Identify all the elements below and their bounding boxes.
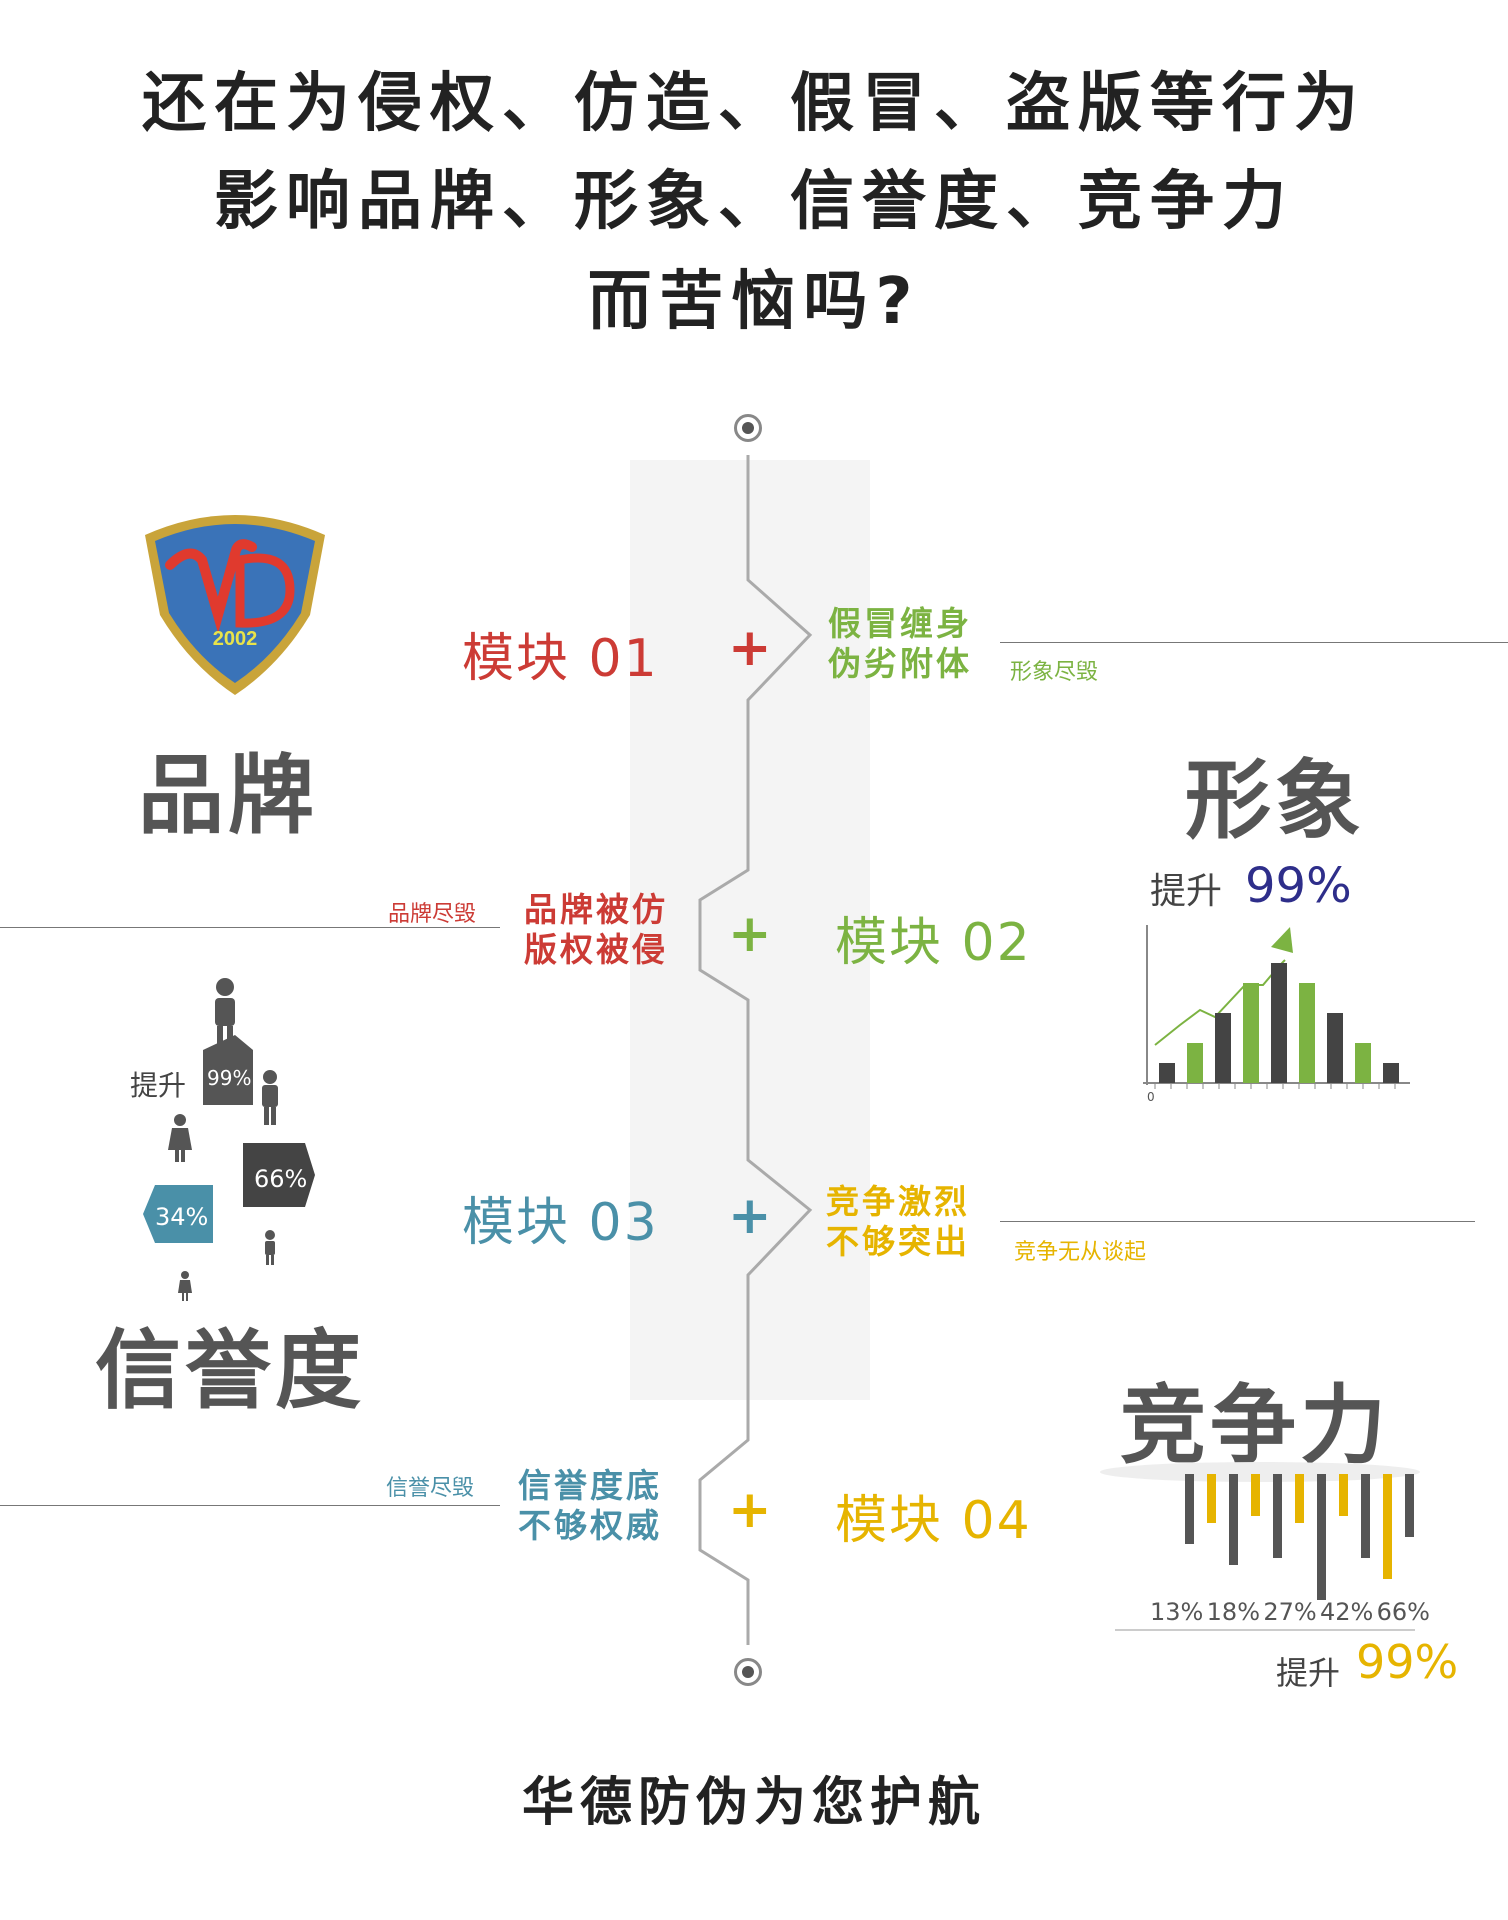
competition-label-5: 66% bbox=[1376, 1598, 1430, 1626]
vd-badge-logo: 2002 bbox=[145, 515, 325, 695]
competition-label-1: 13% bbox=[1150, 1598, 1204, 1626]
image-chart-bar bbox=[1215, 1013, 1231, 1083]
section-title-brand: 品牌 bbox=[138, 746, 318, 846]
image-chart-bar bbox=[1271, 963, 1287, 1083]
module-04-phrase: 信誉度底 不够权威 bbox=[518, 1466, 662, 1546]
competition-chart-bar bbox=[1229, 1474, 1238, 1565]
module-04-note: 信誉尽毁 bbox=[386, 1476, 475, 1501]
section-title-image: 形象 bbox=[1185, 751, 1365, 851]
person-icon-small bbox=[265, 1230, 275, 1265]
person-icon-woman bbox=[168, 1114, 192, 1162]
competition-label-4: 42% bbox=[1319, 1598, 1374, 1626]
module-02-plus-icon: + bbox=[728, 904, 772, 964]
module-01-phrase-line-1: 假冒缠身 bbox=[828, 604, 972, 643]
competition-value: 99% bbox=[1356, 1635, 1459, 1689]
competition-prefix: 提升 bbox=[1276, 1654, 1341, 1692]
competition-label-2: 18% bbox=[1206, 1598, 1260, 1626]
competition-labels: 13% 18% 27% 42% 66% bbox=[1150, 1598, 1430, 1626]
competition-chart-bar bbox=[1405, 1474, 1414, 1537]
module-04-phrase-line-1: 信誉度底 bbox=[518, 1466, 662, 1505]
module-03-note: 竞争无从谈起 bbox=[1014, 1240, 1147, 1265]
competition-chart bbox=[1100, 1462, 1420, 1631]
module-02-phrase: 品牌被仿 版权被侵 bbox=[524, 890, 668, 970]
module-03-label: 模块 03 bbox=[462, 1193, 659, 1253]
image-chart-bar bbox=[1187, 1043, 1203, 1083]
module-03-plus-icon: + bbox=[728, 1186, 772, 1246]
module-03-phrase: 竞争激烈 不够突出 bbox=[826, 1182, 970, 1262]
footer-slogan: 华德防伪为您护航 bbox=[521, 1773, 986, 1833]
module-02-rule bbox=[0, 927, 500, 928]
reputation-right-value: 66% bbox=[254, 1165, 308, 1193]
module-02-phrase-line-2: 版权被侵 bbox=[524, 930, 668, 969]
competition-chart-bar bbox=[1295, 1474, 1304, 1523]
reputation-top-shape bbox=[203, 1035, 253, 1105]
module-01-plus-icon: + bbox=[728, 618, 772, 678]
module-01-rule bbox=[1000, 642, 1508, 643]
reputation-left-shape bbox=[143, 1185, 213, 1243]
reputation-top-value: 99% bbox=[207, 1066, 252, 1090]
competition-label-3: 27% bbox=[1263, 1598, 1317, 1626]
module-02-label: 模块 02 bbox=[835, 913, 1032, 973]
image-chart-origin-label: 0 bbox=[1147, 1090, 1155, 1104]
competition-chart-bar bbox=[1361, 1474, 1370, 1558]
reputation-left-value: 34% bbox=[155, 1203, 209, 1231]
timeline-end-marker bbox=[734, 1658, 762, 1686]
timeline-start-marker bbox=[734, 414, 762, 442]
competition-chart-bar bbox=[1207, 1474, 1216, 1523]
image-chart-bar bbox=[1243, 983, 1259, 1083]
person-icon-tiny bbox=[178, 1271, 192, 1301]
image-chart-prefix: 提升 bbox=[1150, 871, 1223, 912]
reputation-infographic bbox=[143, 978, 315, 1301]
headline-line-3: 而苦恼吗? bbox=[587, 265, 921, 339]
image-chart-arrow-icon bbox=[1271, 927, 1293, 953]
module-04-label: 模块 04 bbox=[835, 1491, 1032, 1551]
competition-chart-bar bbox=[1273, 1474, 1282, 1558]
badge-year-text: 2002 bbox=[213, 628, 258, 650]
image-chart-bar bbox=[1327, 1013, 1343, 1083]
competition-chart-bar bbox=[1317, 1474, 1326, 1600]
module-03-phrase-line-2: 不够突出 bbox=[826, 1222, 970, 1261]
section-title-competitiveness: 竞争力 bbox=[1120, 1376, 1390, 1476]
module-04-phrase-line-2: 不够权威 bbox=[518, 1506, 662, 1545]
reputation-prefix: 提升 bbox=[130, 1069, 187, 1102]
module-01-phrase: 假冒缠身 伪劣附体 bbox=[828, 604, 972, 684]
module-02-phrase-line-1: 品牌被仿 bbox=[524, 890, 668, 929]
module-04-plus-icon: + bbox=[728, 1480, 772, 1540]
section-title-reputation: 信誉度 bbox=[95, 1321, 365, 1421]
headline-line-2: 影响品牌、形象、信誉度、竞争力 bbox=[214, 165, 1294, 239]
module-02-note: 品牌尽毁 bbox=[388, 902, 477, 927]
competition-chart-bar bbox=[1185, 1474, 1194, 1544]
image-chart-value: 99% bbox=[1245, 858, 1352, 914]
competition-chart-bar bbox=[1339, 1474, 1348, 1516]
image-chart-bar bbox=[1383, 1063, 1399, 1083]
module-01-note: 形象尽毁 bbox=[1010, 660, 1099, 685]
image-growth-chart: 0 bbox=[1143, 925, 1410, 1104]
module-04-rule bbox=[0, 1505, 500, 1506]
module-03-phrase-line-1: 竞争激烈 bbox=[826, 1182, 970, 1221]
module-01-phrase-line-2: 伪劣附体 bbox=[828, 644, 972, 683]
image-chart-bar bbox=[1355, 1043, 1371, 1083]
person-icon-large bbox=[215, 978, 235, 1048]
module-03-rule bbox=[1000, 1221, 1475, 1222]
competition-chart-bar bbox=[1251, 1474, 1260, 1516]
module-01-label: 模块 01 bbox=[462, 629, 659, 689]
headline-line-1: 还在为侵权、仿造、假冒、盗版等行为 bbox=[142, 67, 1366, 141]
competition-chart-bar bbox=[1383, 1474, 1392, 1579]
person-icon-medium bbox=[262, 1070, 278, 1125]
image-chart-bar bbox=[1299, 983, 1315, 1083]
reputation-right-shape bbox=[243, 1143, 315, 1207]
image-chart-bar bbox=[1159, 1063, 1175, 1083]
